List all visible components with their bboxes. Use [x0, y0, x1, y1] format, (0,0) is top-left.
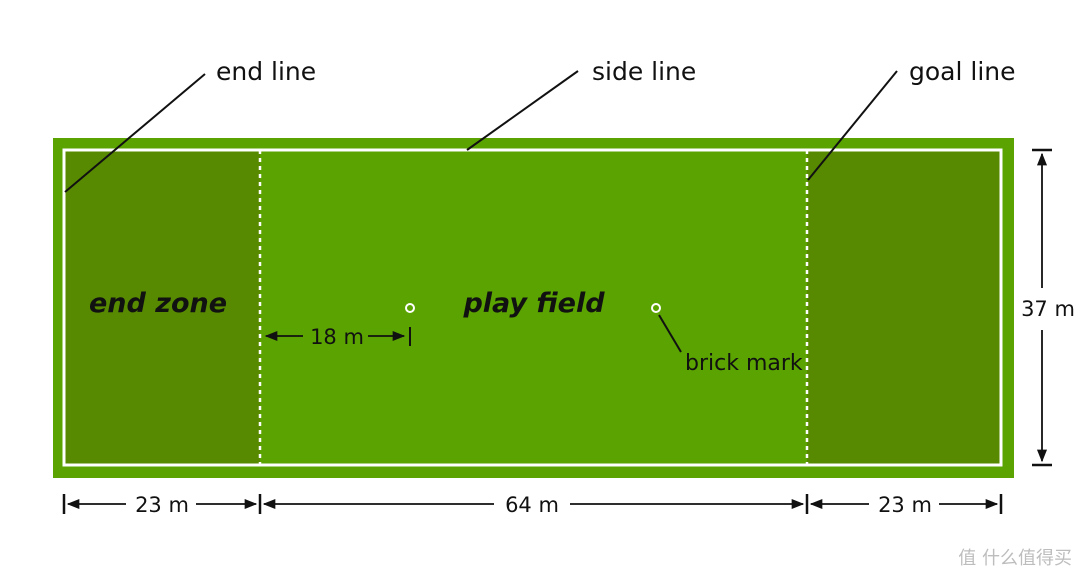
end-zone-label: end zone	[89, 288, 227, 319]
goal-line-label: goal line	[909, 57, 1016, 86]
end-zone-left-length: 23 m	[135, 493, 189, 517]
end-line-pointer	[64, 73, 206, 193]
end-line-label: end line	[216, 57, 316, 86]
side-line-label: side line	[592, 57, 696, 86]
brick-mark-left	[405, 303, 415, 313]
brick-distance-label: 18 m	[310, 325, 364, 349]
play-field-label: play field	[462, 288, 605, 319]
end-zone-right-length: 23 m	[878, 493, 932, 517]
brick-mark-pointer	[658, 314, 682, 353]
field-width-label: 37 m	[1021, 297, 1075, 321]
brick-mark-right	[651, 303, 661, 313]
goal-line-pointer	[807, 70, 898, 181]
brick-mark-label: brick mark	[685, 351, 803, 376]
end-zone-right	[807, 150, 1001, 465]
play-field-length: 64 m	[505, 493, 559, 517]
watermark: 值 什么值得买	[958, 548, 1072, 569]
end-zone-left	[64, 150, 260, 465]
field-boundary	[62, 148, 1003, 467]
side-line-pointer	[466, 70, 579, 151]
